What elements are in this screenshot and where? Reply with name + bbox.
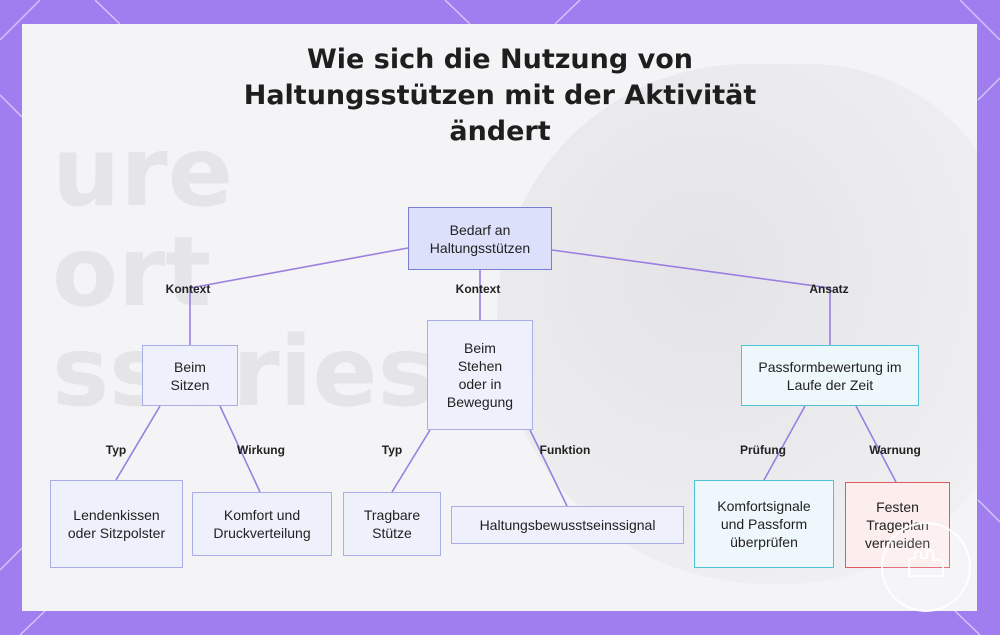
- edge-label-warnung: Warnung: [869, 443, 921, 457]
- edge-sitting-comfort: [219, 405, 261, 493]
- diagram-title: Wie sich die Nutzung von Haltungsstützen…: [243, 44, 757, 147]
- node-wearable-support: Tragbare Stütze: [343, 492, 441, 556]
- background-decoration: ssories: [52, 316, 435, 428]
- edge-label-kontext-left: Kontext: [165, 282, 211, 296]
- edge-label-pruefung: Prüfung: [740, 443, 786, 457]
- edge-sitting-lumbar: [115, 405, 161, 481]
- edge-root-sitting: [189, 247, 409, 345]
- edge-standing-wearable: [391, 429, 431, 493]
- edge-label-typ-mid: Typ: [381, 443, 403, 457]
- background-decoration: ure: [52, 116, 233, 228]
- edge-label-kontext-mid: Kontext: [455, 282, 501, 296]
- node-standing: Beim Stehen oder in Bewegung: [427, 320, 533, 430]
- edge-label-typ-left: Typ: [105, 443, 127, 457]
- node-check-comfort-fit: Komfortsignale und Passform überprüfen: [694, 480, 834, 568]
- watermark-badge: [881, 522, 971, 612]
- edge-root-fit: [551, 249, 831, 345]
- node-posture-signal: Haltungsbewusstseinssignal: [451, 506, 684, 544]
- edge-label-ansatz: Ansatz: [809, 282, 849, 296]
- background-decoration: ort: [52, 216, 212, 328]
- node-fit-assessment: Passformbewertung im Laufe der Zeit: [741, 345, 919, 406]
- hand-icon: [908, 548, 944, 577]
- edge-standing-signal: [529, 429, 568, 507]
- edge-fit-check: [763, 405, 806, 481]
- edge-label-funktion: Funktion: [539, 443, 591, 457]
- edge-label-wirkung: Wirkung: [237, 443, 285, 457]
- node-lumbar-cushion: Lendenkissen oder Sitzpolster: [50, 480, 183, 568]
- edge-fit-avoid: [855, 405, 897, 483]
- node-sitting: Beim Sitzen: [142, 345, 238, 406]
- node-root: Bedarf an Haltungsstützen: [408, 207, 552, 270]
- node-comfort-pressure: Komfort und Druckverteilung: [192, 492, 332, 556]
